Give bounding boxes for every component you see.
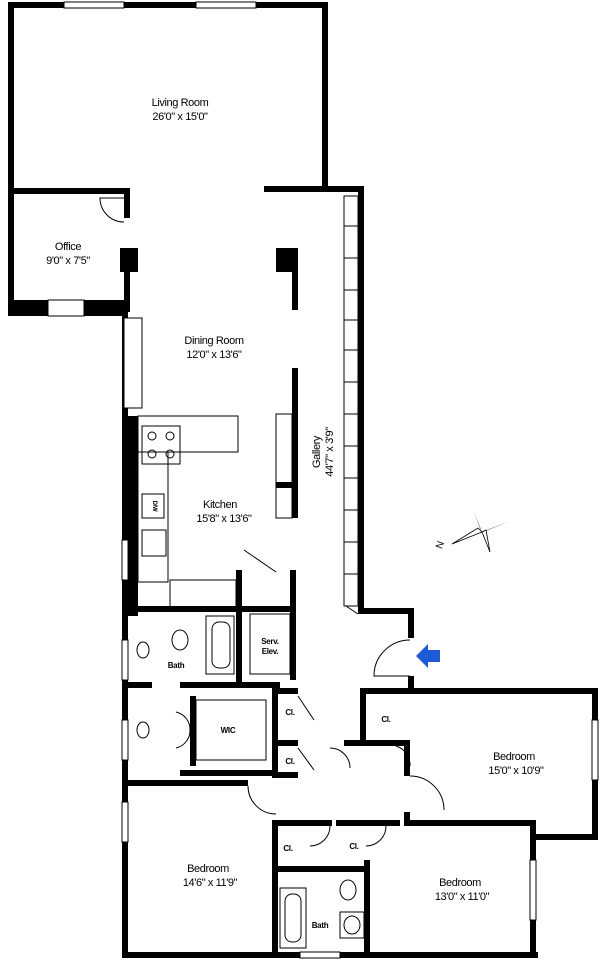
room-dims-bedroom-south: 13'0" x 11'0" [435,891,490,903]
room-dims-gallery: 44'7" x 3'9" [324,427,336,477]
entry-arrow-icon [416,644,440,668]
room-name-gallery: Gallery [311,435,323,468]
label-wic: WIC [221,726,236,735]
room-name-bedroom-west: Bedroom [187,863,229,875]
label-closet-2: Cl. [285,757,294,766]
room-name-kitchen: Kitchen [203,499,237,511]
outer-walls [8,2,598,958]
room-labels: Living Room 26'0" x 15'0" Office 9'0" x … [46,97,544,903]
label-closet-3: Cl. [381,715,390,724]
room-dims-office: 9'0" x 7'5" [46,255,90,267]
gallery-shelving [343,195,359,615]
room-dims-living: 26'0" x 15'0" [152,111,208,123]
label-bath-upper: Bath [168,661,185,670]
room-dims-bedroom-east: 15'0" x 10'9" [488,765,544,777]
windows [47,1,599,959]
label-closet-4: Cl. [283,844,292,853]
room-name-living: Living Room [152,97,209,109]
room-name-office: Office [55,241,81,253]
room-dims-kitchen: 15'8" x 13'6" [196,513,252,525]
label-dishwasher: D/W [151,501,157,512]
compass-rose-icon: N [434,512,512,553]
label-closet-5: Cl. [349,842,358,851]
room-name-dining: Dining Room [184,335,243,347]
small-labels: Bath Bath WIC Serv. Elev. Cl. Cl. Cl. Cl… [151,501,391,930]
label-bath-lower: Bath [312,921,329,930]
doors [99,197,445,847]
interior-walls [128,248,410,954]
label-serv-elev-1: Serv. [261,637,279,646]
label-serv-elev-2: Elev. [262,647,279,656]
compass-north-label: N [434,540,447,550]
room-name-bedroom-south: Bedroom [439,877,481,889]
room-name-bedroom-east: Bedroom [493,751,535,763]
label-closet-1: Cl. [285,708,294,717]
room-dims-bedroom-west: 14'6" x 11'9" [183,877,238,889]
room-dims-dining: 12'0" x 13'6" [186,349,242,361]
